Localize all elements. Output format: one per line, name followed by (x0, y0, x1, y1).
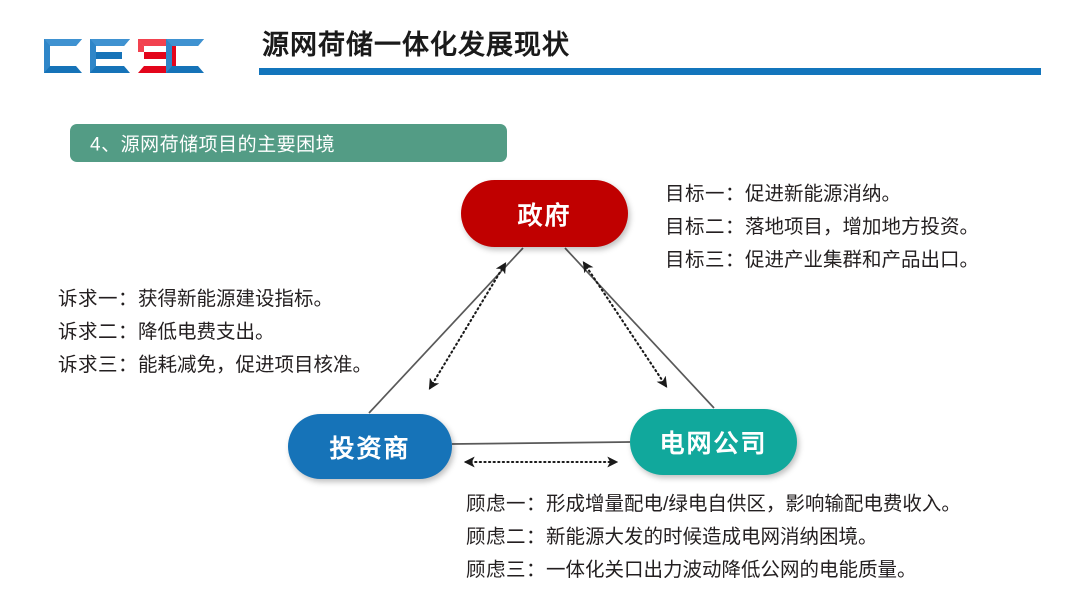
section-banner: 4、源网荷储项目的主要困境 (70, 124, 507, 162)
edge-investor-grid (451, 441, 631, 445)
demands-line-lead: 诉求三： (58, 354, 139, 376)
goals-text-block: 目标一：促进新能源消纳。 目标二：落地项目，增加地方投资。 目标三：促进产业集群… (665, 178, 979, 277)
goals-line-text: 促进产业集群和产品出口。 (745, 249, 980, 271)
concerns-line: 顾虑三：一体化关口出力波动降低公网的电能质量。 (466, 554, 961, 587)
page-title: 源网荷储一体化发展现状 (262, 30, 570, 60)
goals-line-lead: 目标一： (665, 183, 746, 205)
node-government[interactable]: 政府 (461, 180, 628, 247)
demands-line: 诉求二：降低电费支出。 (58, 316, 372, 349)
concerns-line: 顾虑一：形成增量配电/绿电自供区，影响输配电费收入。 (466, 488, 961, 521)
arrow-government-investor (428, 262, 507, 390)
node-investor-label: 投资商 (329, 434, 411, 463)
concerns-line-lead: 顾虑三： (466, 559, 547, 581)
goals-line-lead: 目标三： (665, 249, 746, 271)
concerns-line: 顾虑二：新能源大发的时候造成电网消纳困境。 (466, 521, 961, 554)
demands-line-lead: 诉求二： (58, 321, 139, 343)
goals-line-lead: 目标二： (665, 216, 746, 238)
demands-text-block: 诉求一：获得新能源建设指标。 诉求二：降低电费支出。 诉求三：能耗减免，促进项目… (58, 283, 372, 382)
concerns-line-text: 新能源大发的时候造成电网消纳困境。 (546, 526, 878, 548)
demands-line: 诉求三：能耗减免，促进项目核准。 (58, 349, 372, 382)
goals-line-text: 落地项目，增加地方投资。 (745, 216, 980, 238)
cec-logo (44, 39, 204, 73)
section-banner-label: 4、源网荷储项目的主要困境 (90, 134, 336, 156)
demands-line-text: 能耗减免，促进项目核准。 (138, 354, 373, 376)
node-grid[interactable]: 电网公司 (630, 409, 797, 475)
goals-line: 目标一：促进新能源消纳。 (665, 178, 979, 211)
goals-line: 目标二：落地项目，增加地方投资。 (665, 211, 979, 244)
demands-line-text: 获得新能源建设指标。 (138, 288, 334, 310)
demands-line: 诉求一：获得新能源建设指标。 (58, 283, 372, 316)
demands-line-text: 降低电费支出。 (138, 321, 275, 343)
demands-line-lead: 诉求一： (58, 288, 139, 310)
concerns-line-lead: 顾虑二： (466, 526, 547, 548)
node-grid-label: 电网公司 (659, 430, 768, 458)
edge-government-investor (368, 247, 524, 414)
goals-line-text: 促进新能源消纳。 (745, 183, 902, 205)
arrow-government-grid (582, 261, 668, 388)
node-government-label: 政府 (517, 201, 572, 230)
concerns-line-text: 形成增量配电/绿电自供区，影响输配电费收入。 (546, 493, 961, 515)
concerns-line-lead: 顾虑一： (466, 493, 547, 515)
node-investor[interactable]: 投资商 (288, 414, 452, 479)
concerns-text-block: 顾虑一：形成增量配电/绿电自供区，影响输配电费收入。 顾虑二：新能源大发的时候造… (466, 488, 961, 587)
goals-line: 目标三：促进产业集群和产品出口。 (665, 244, 979, 277)
title-underline-rule (259, 68, 1041, 75)
concerns-line-text: 一体化关口出力波动降低公网的电能质量。 (546, 559, 917, 581)
slide-header: 源网荷储一体化发展现状 (0, 0, 1080, 100)
